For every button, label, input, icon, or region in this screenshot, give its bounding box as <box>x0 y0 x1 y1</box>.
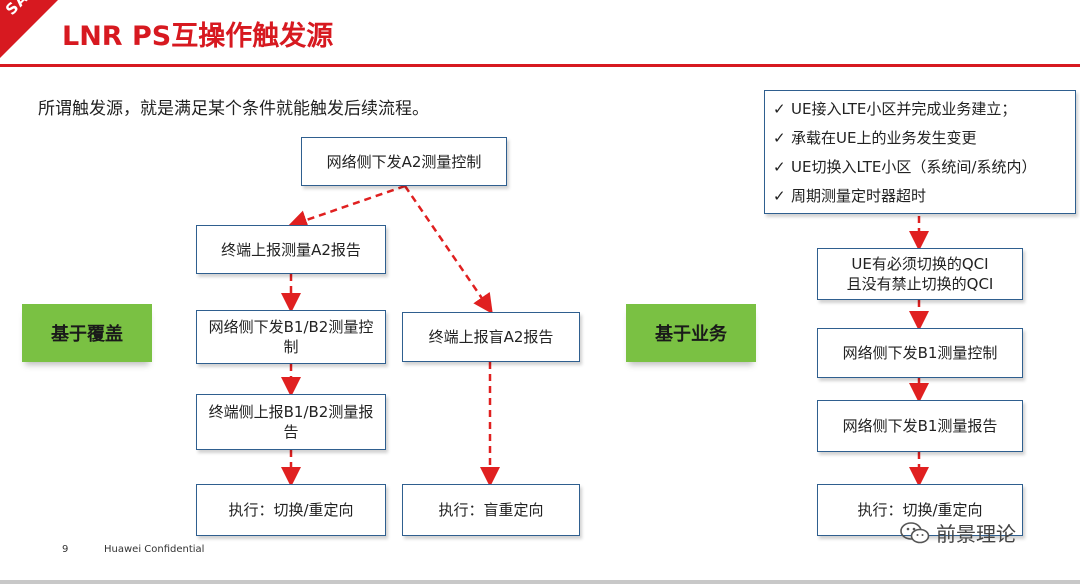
condition-text: 周期测量定时器超时 <box>791 187 927 205</box>
condition-item: ✓ 周期测量定时器超时 <box>773 182 1067 211</box>
intro-text: 所谓触发源，就是满足某个条件就能触发后续流程。 <box>38 99 429 119</box>
page-title: LNR PS互操作触发源 <box>62 21 334 52</box>
watermark: 前景理论 <box>900 518 1016 547</box>
watermark-text: 前景理论 <box>936 522 1016 546</box>
condition-item: ✓ 承载在UE上的业务发生变更 <box>773 124 1067 153</box>
wechat-icon <box>900 521 930 543</box>
trigger-conditions-list: ✓ UE接入LTE小区并完成业务建立； ✓ 承载在UE上的业务发生变更 ✓ UE切换入… <box>764 90 1076 214</box>
check-icon: ✓ <box>773 129 786 147</box>
a2-report-node: 终端上报测量A2报告 <box>196 225 386 274</box>
check-icon: ✓ <box>773 187 786 205</box>
page-number: 9 <box>62 544 69 555</box>
corner-ribbon <box>0 0 58 58</box>
left-execute-node: 执行：切换/重定向 <box>196 484 386 536</box>
confidential-label: Huawei Confidential <box>104 544 205 555</box>
arrow-top-to-a2 <box>287 184 406 230</box>
b1-report-node: 网络侧下发B1测量报告 <box>817 400 1023 452</box>
qci-condition-node: UE有必须切换的QCI且没有禁止切换的QCI <box>817 248 1023 300</box>
blind-execute-node: 执行：盲重定向 <box>402 484 580 536</box>
check-icon: ✓ <box>773 158 786 176</box>
right-execute-node: 执行：切换/重定向 <box>817 484 1023 536</box>
condition-text: UE切换入LTE小区（系统间/系统内） <box>791 158 1037 176</box>
arrow-top-to-blind-a2 <box>403 185 493 315</box>
title-divider <box>0 64 1080 67</box>
bottom-divider <box>0 580 1080 584</box>
a2-control-node: 网络侧下发A2测量控制 <box>301 137 507 186</box>
b1-control-node: 网络侧下发B1测量控制 <box>817 328 1023 378</box>
coverage-category-label: 基于覆盖 <box>22 304 152 362</box>
check-icon: ✓ <box>773 100 786 118</box>
condition-item: ✓ UE切换入LTE小区（系统间/系统内） <box>773 153 1067 182</box>
service-category-label: 基于业务 <box>626 304 756 362</box>
b1b2-report-node: 终端侧上报B1/B2测量报告 <box>196 394 386 450</box>
condition-text: UE接入LTE小区并完成业务建立； <box>791 100 1017 118</box>
blind-a2-report-node: 终端上报盲A2报告 <box>402 312 580 362</box>
condition-text: 承载在UE上的业务发生变更 <box>791 129 977 147</box>
b1b2-control-node: 网络侧下发B1/B2测量控制 <box>196 310 386 364</box>
condition-item: ✓ UE接入LTE小区并完成业务建立； <box>773 95 1067 124</box>
